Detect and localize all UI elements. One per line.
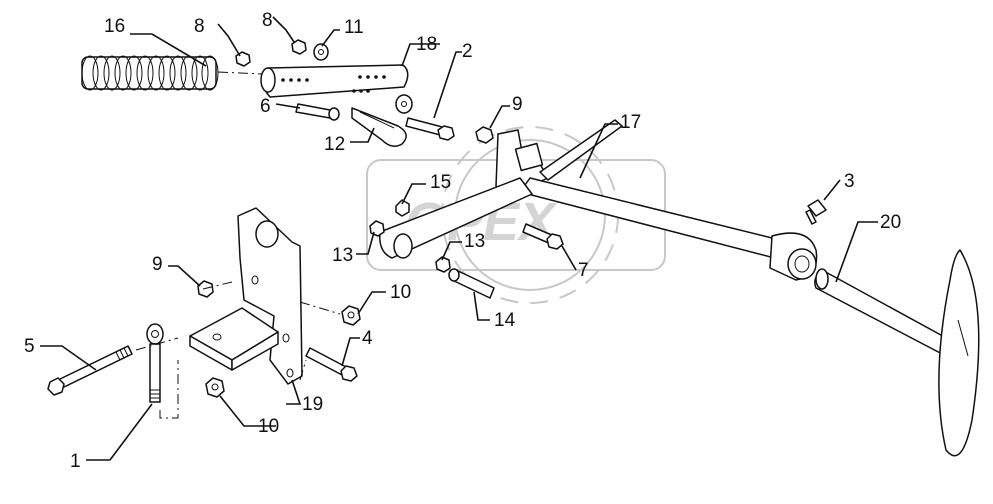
callout-9a: 9 — [512, 94, 523, 115]
assembly-lines — [135, 281, 341, 419]
callout-1: 1 — [70, 451, 81, 472]
bolt-part-4 — [305, 347, 358, 382]
callout-8a: 8 — [194, 16, 205, 37]
callout-3: 3 — [844, 171, 855, 192]
callout-20: 20 — [880, 212, 901, 233]
nut-part-9a — [475, 126, 494, 144]
washer-part-11 — [313, 43, 329, 61]
bolt-part-5 — [47, 345, 133, 396]
callout-9b: 9 — [152, 254, 163, 275]
sleeve-part-14 — [448, 268, 495, 299]
callout-11: 11 — [344, 17, 364, 38]
eye-bolt-part-1 — [146, 323, 164, 403]
callout-6: 6 — [260, 96, 271, 117]
callout-14: 14 — [494, 310, 516, 331]
screw-part-3 — [805, 199, 827, 225]
nut-part-10b — [205, 377, 225, 398]
washer-part-11b — [395, 94, 413, 114]
bracket-part-19 — [189, 207, 303, 385]
tube-part-18 — [260, 64, 409, 98]
callout-19: 19 — [302, 394, 323, 415]
callout-4: 4 — [362, 328, 373, 349]
callout-2: 2 — [462, 41, 473, 62]
callout-16: 16 — [104, 16, 125, 37]
bolt-part-2 — [405, 117, 455, 141]
callout-7: 7 — [578, 260, 589, 281]
disc-shaft-part-20 — [814, 249, 980, 457]
callout-15: 15 — [430, 172, 451, 193]
callout-18: 18 — [416, 34, 437, 55]
clip-part-12 — [351, 107, 407, 147]
spring-part-16 — [81, 55, 219, 91]
callout-17: 17 — [620, 112, 641, 133]
callout-labels: 16 8 8 11 18 2 6 12 9 17 15 3 20 13 13 7… — [24, 10, 901, 472]
callout-12: 12 — [324, 134, 345, 155]
pin-part-6 — [295, 103, 340, 121]
nut-part-10a — [341, 305, 361, 326]
callout-13b: 13 — [464, 231, 485, 252]
callout-5: 5 — [24, 336, 35, 357]
fitting-part-15 — [395, 199, 410, 217]
callout-10a: 10 — [390, 282, 411, 303]
nut-part-8b — [291, 39, 307, 55]
lever-part-17 — [379, 119, 818, 281]
bushing-part-13b — [435, 256, 451, 273]
callout-8b: 8 — [262, 10, 273, 31]
bushing-part-13a — [369, 220, 385, 237]
bolt-part-7 — [522, 223, 564, 250]
leader-lines — [40, 16, 878, 461]
nut-part-9b — [197, 280, 214, 298]
callout-13a: 13 — [332, 245, 353, 266]
callout-10b: 10 — [258, 416, 279, 437]
